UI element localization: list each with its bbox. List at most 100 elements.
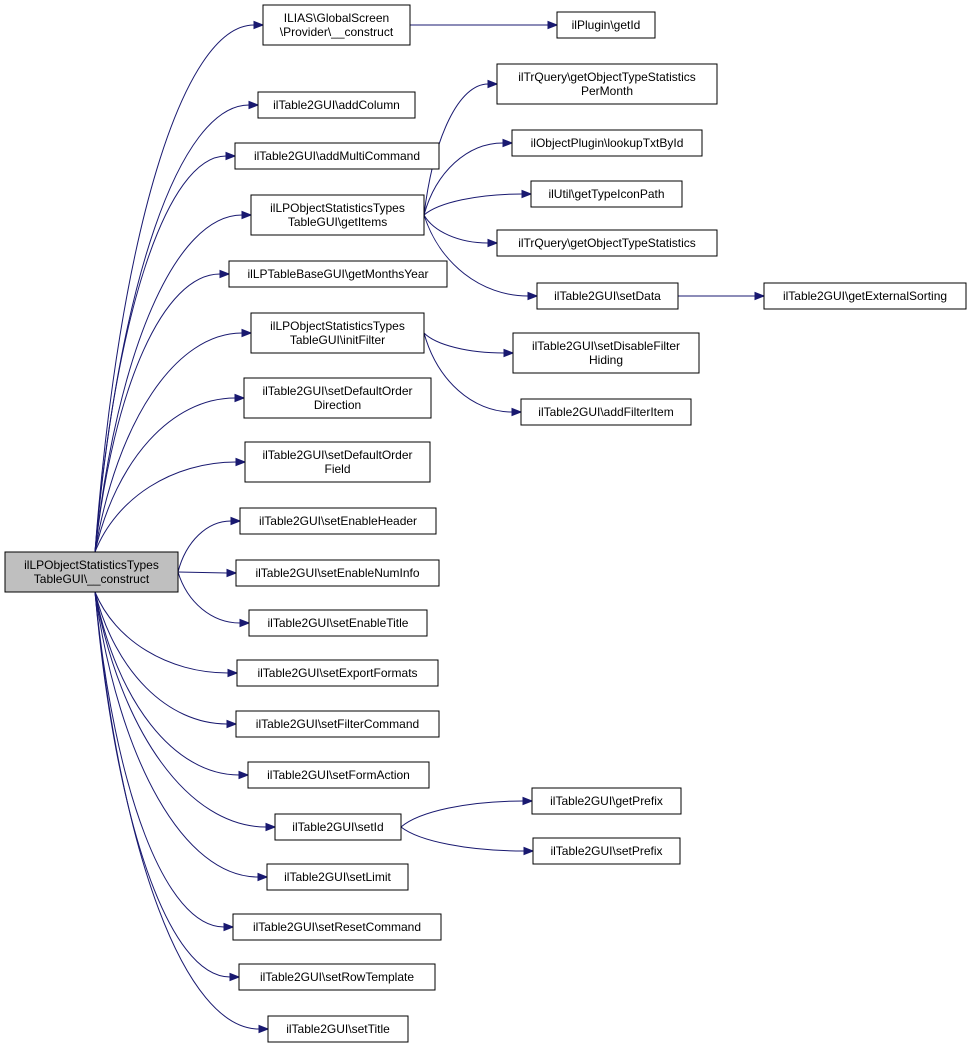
node-box [244, 441, 431, 483]
function-node[interactable]: ilTable2GUI\setLimit [266, 863, 409, 891]
function-node[interactable]: ilTable2GUI\setEnableTitle [248, 609, 428, 637]
function-node[interactable]: ilTable2GUI\setTitle [267, 1015, 409, 1043]
node-label: \Provider\__construct [280, 25, 394, 39]
node-label: ilTable2GUI\getExternalSorting [783, 289, 947, 303]
nodes-layer: ilLPObjectStatisticsTypesTableGUI\__cons… [4, 4, 967, 1043]
arrowhead-n25-to-n26 [754, 291, 766, 301]
function-node[interactable]: ilTable2GUI\addFilterItem [520, 398, 692, 426]
node-box [234, 142, 440, 170]
node-label: ilTable2GUI\addFilterItem [538, 405, 673, 419]
root-node[interactable]: ilLPObjectStatisticsTypesTableGUI\__cons… [4, 551, 179, 593]
node-box [235, 559, 440, 587]
edge-root-to-n8 [94, 461, 237, 553]
arrowhead-n1-to-n20 [547, 20, 559, 30]
edge-root-to-n13 [94, 591, 228, 725]
node-label: Field [324, 462, 350, 476]
node-box [257, 91, 416, 119]
node-label: ilTable2GUI\setDisableFilter [532, 339, 680, 353]
node-label: ilTable2GUI\setEnableNumInfo [255, 566, 419, 580]
node-box [511, 129, 703, 157]
function-node[interactable]: ilTable2GUI\setId [274, 813, 402, 841]
edge-n6-to-n28 [423, 332, 513, 413]
node-label: ilPlugin\getId [572, 18, 641, 32]
function-node[interactable]: ilTable2GUI\setExportFormats [236, 659, 439, 687]
node-label: ilTable2GUI\setData [554, 289, 661, 303]
function-node[interactable]: ilTable2GUI\setData [536, 282, 679, 310]
node-label: ilTable2GUI\setResetCommand [253, 920, 421, 934]
edge-n6-to-n27 [423, 332, 505, 354]
edge-root-to-n14 [94, 591, 240, 776]
node-label: ilTable2GUI\setEnableTitle [268, 616, 409, 630]
node-label: ilTable2GUI\setEnableHeader [259, 514, 417, 528]
node-label: ILIAS\GlobalScreen [284, 11, 389, 25]
arrowhead-root-to-n15 [265, 822, 277, 832]
node-box [266, 863, 409, 891]
node-box [262, 4, 411, 46]
node-box [763, 282, 967, 310]
arrowhead-root-to-n9 [230, 516, 242, 526]
edge-root-to-n15 [94, 591, 267, 828]
node-label: ilTable2GUI\setDefaultOrder [262, 384, 412, 398]
function-node[interactable]: ilTable2GUI\setEnableHeader [239, 507, 437, 535]
edge-root-to-n11 [177, 571, 241, 624]
node-label: TableGUI\getItems [288, 215, 387, 229]
function-node[interactable]: ilTable2GUI\setFormAction [247, 761, 430, 789]
arrowhead-root-to-n2 [248, 100, 260, 110]
function-node[interactable]: ilUtil\getTypeIconPath [530, 180, 683, 208]
node-label: ilTable2GUI\setFormAction [267, 768, 410, 782]
node-label: ilTable2GUI\setExportFormats [257, 666, 417, 680]
edge-root-to-n1 [94, 24, 255, 553]
function-node[interactable]: ilTable2GUI\setEnableNumInfo [235, 559, 440, 587]
edge-root-to-n5 [94, 273, 221, 553]
node-box [243, 377, 432, 419]
node-label: ilTrQuery\getObjectTypeStatistics [518, 70, 696, 84]
function-node[interactable]: ilTable2GUI\setResetCommand [232, 913, 442, 941]
arrowhead-root-to-n4 [241, 210, 253, 220]
node-box [556, 11, 656, 39]
function-node[interactable]: ilTable2GUI\addColumn [257, 91, 416, 119]
node-label: ilTable2GUI\setFilterCommand [256, 717, 419, 731]
function-node[interactable]: ilTrQuery\getObjectTypeStatistics [496, 229, 718, 257]
edge-root-to-n2 [94, 104, 250, 553]
function-node[interactable]: ilTable2GUI\setRowTemplate [238, 963, 436, 991]
node-box [250, 312, 425, 354]
node-label: ilLPObjectStatisticsTypes [24, 558, 159, 572]
edge-root-to-n3 [94, 155, 227, 553]
node-label: ilTable2GUI\getPrefix [550, 794, 663, 808]
function-node[interactable]: ilTrQuery\getObjectTypeStatisticsPerMont… [496, 63, 718, 105]
function-node[interactable]: ilLPObjectStatisticsTypesTableGUI\initFi… [250, 312, 425, 354]
arrowhead-root-to-n16 [257, 872, 269, 882]
function-node[interactable]: ilObjectPlugin\lookupTxtById [511, 129, 703, 157]
node-label: ilTable2GUI\setPrefix [550, 844, 662, 858]
function-node[interactable]: ilTable2GUI\getPrefix [531, 787, 682, 815]
node-box [267, 1015, 409, 1043]
arrowhead-root-to-n1 [253, 20, 265, 30]
node-box [235, 710, 440, 738]
edge-root-to-n12 [94, 591, 229, 674]
function-node[interactable]: ILIAS\GlobalScreen\Provider\__construct [262, 4, 411, 46]
function-node[interactable]: ilTable2GUI\addMultiCommand [234, 142, 440, 170]
arrowhead-root-to-n6 [241, 328, 253, 338]
edge-n4-to-n23 [423, 193, 523, 216]
arrowhead-n4-to-n24 [487, 238, 499, 248]
function-node[interactable]: ilTable2GUI\setFilterCommand [235, 710, 440, 738]
function-node[interactable]: ilLPTableBaseGUI\getMonthsYear [228, 260, 448, 288]
edge-n15-to-n30 [400, 826, 525, 852]
node-label: ilLPTableBaseGUI\getMonthsYear [248, 267, 429, 281]
arrowhead-root-to-n7 [234, 393, 246, 403]
function-node[interactable]: ilTable2GUI\getExternalSorting [763, 282, 967, 310]
node-box [228, 260, 448, 288]
function-node[interactable]: ilPlugin\getId [556, 11, 656, 39]
node-box [250, 194, 425, 236]
edge-root-to-n16 [94, 591, 259, 878]
node-box [536, 282, 679, 310]
node-box [239, 507, 437, 535]
function-node[interactable]: ilTable2GUI\setPrefix [532, 837, 681, 865]
edge-n4-to-n22 [423, 142, 504, 216]
function-node[interactable]: ilLPObjectStatisticsTypesTableGUI\getIte… [250, 194, 425, 236]
node-label: ilTable2GUI\setRowTemplate [260, 970, 414, 984]
